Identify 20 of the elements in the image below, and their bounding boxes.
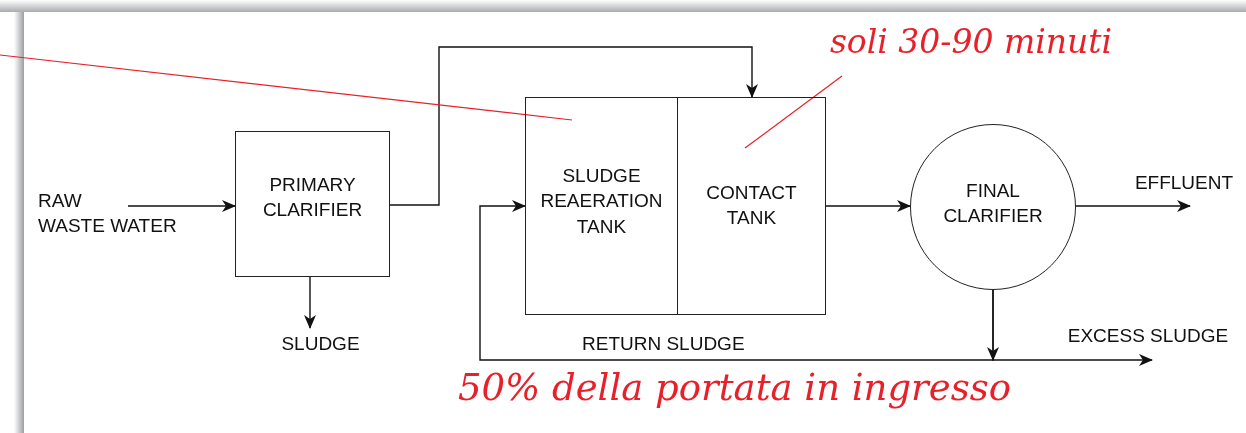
flow-arrow (1075, 200, 1191, 212)
flow-arrow (304, 276, 316, 329)
flow-arrow (389, 46, 758, 206)
node-label: RAW WASTE WATER (38, 188, 177, 238)
annotation-text: soli 30-90 minuti (829, 21, 1113, 64)
node-label: FINAL CLARIFIER (942, 178, 1044, 228)
handwritten-note: 50% della portata in ingresso (458, 365, 1011, 411)
flow-arrow (127, 200, 236, 212)
leader-line (0, 54, 573, 121)
flow-arrow (825, 200, 911, 212)
node-label: EXCESS SLUDGE (1067, 324, 1229, 349)
flow-arrow (479, 200, 994, 361)
node-label: CONTACT TANK (706, 180, 797, 230)
node-label: SLUDGE (281, 332, 360, 357)
node-label: PRIMARY CLARIFIER (261, 172, 364, 222)
node-label: SLUDGE REAERATION TANK (539, 164, 664, 239)
tank-box (525, 97, 826, 315)
process-box (235, 131, 390, 277)
leader-line (744, 75, 843, 149)
node-label: EFFLUENT (1134, 171, 1234, 196)
